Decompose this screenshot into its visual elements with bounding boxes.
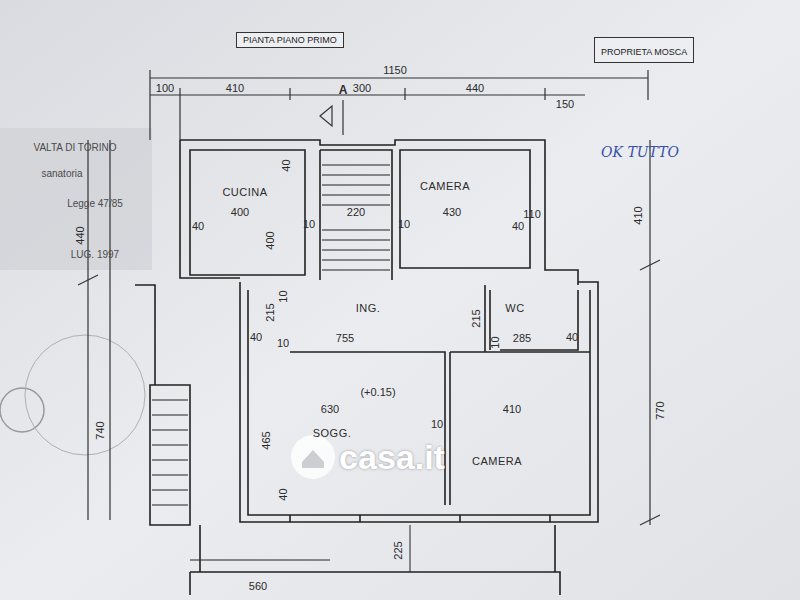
- dimension-label: 440: [74, 226, 85, 244]
- section-mark: A: [339, 84, 348, 96]
- plan-title: PIANTA PIANO PRIMO: [236, 32, 344, 48]
- dimension-label: 40: [278, 488, 289, 500]
- dimension-label: 10: [278, 290, 289, 302]
- dimension-label: 410: [226, 83, 244, 94]
- dimension-label: 10: [277, 338, 289, 349]
- dimension-label: 40: [512, 221, 524, 232]
- stamp-text: VALTA DI TORINO: [34, 143, 117, 153]
- room-name: CAMERA: [472, 456, 522, 467]
- owner-text: PROPRIETA MOSCA: [601, 47, 687, 57]
- dimension-label: 560: [249, 581, 267, 592]
- room-name: WC: [505, 303, 524, 314]
- dimension-label: 100: [156, 83, 174, 94]
- dimension-label: 630: [321, 404, 339, 415]
- owner-box: PROPRIETA MOSCA: [594, 37, 694, 63]
- dimension-label: 410: [632, 206, 643, 224]
- dimension-label: 770: [654, 401, 665, 419]
- dimension-label: 1150: [383, 65, 407, 76]
- dimension-label: 400: [231, 207, 249, 218]
- dimension-label: 400: [264, 231, 275, 249]
- dimension-label: 10: [490, 336, 501, 348]
- dimension-label: 10: [303, 219, 315, 230]
- room-name: SOGG.: [313, 428, 352, 439]
- stamp-text: Legge 47/85: [67, 199, 123, 209]
- dimension-label: 40: [566, 332, 578, 343]
- dimension-label: 465: [260, 431, 271, 449]
- room-name: CUCINA: [222, 187, 267, 198]
- dimension-label: 110: [523, 209, 541, 220]
- handwritten-note: OK TUTTO: [601, 145, 679, 159]
- dimension-label: 410: [503, 404, 521, 415]
- dimension-label: 10: [398, 219, 410, 230]
- stamp-text: LUG. 1997: [71, 250, 119, 260]
- dimension-label: 440: [466, 83, 484, 94]
- dimension-label: 225: [392, 541, 403, 559]
- dimension-label: 150: [556, 99, 574, 110]
- dimension-label: 40: [250, 332, 262, 343]
- room-name: CAMERA: [420, 181, 470, 192]
- dimension-label: 215: [264, 303, 275, 321]
- dimension-label: 755: [336, 333, 354, 344]
- dimension-label: 10: [431, 419, 443, 430]
- watermark: casa.it: [339, 440, 445, 474]
- dimension-label: 740: [94, 421, 105, 439]
- dimension-label: 300: [353, 83, 371, 94]
- dimension-label: (+0.15): [360, 387, 395, 398]
- dimension-label: 40: [281, 159, 292, 171]
- dimension-label: 430: [443, 207, 461, 218]
- dimension-label: 215: [470, 309, 481, 327]
- stamp-text: sanatoria: [41, 169, 82, 179]
- dimension-label: 285: [513, 333, 531, 344]
- room-name: ING.: [356, 303, 381, 314]
- dimension-label: 220: [347, 207, 365, 218]
- dimension-label: 40: [192, 221, 204, 232]
